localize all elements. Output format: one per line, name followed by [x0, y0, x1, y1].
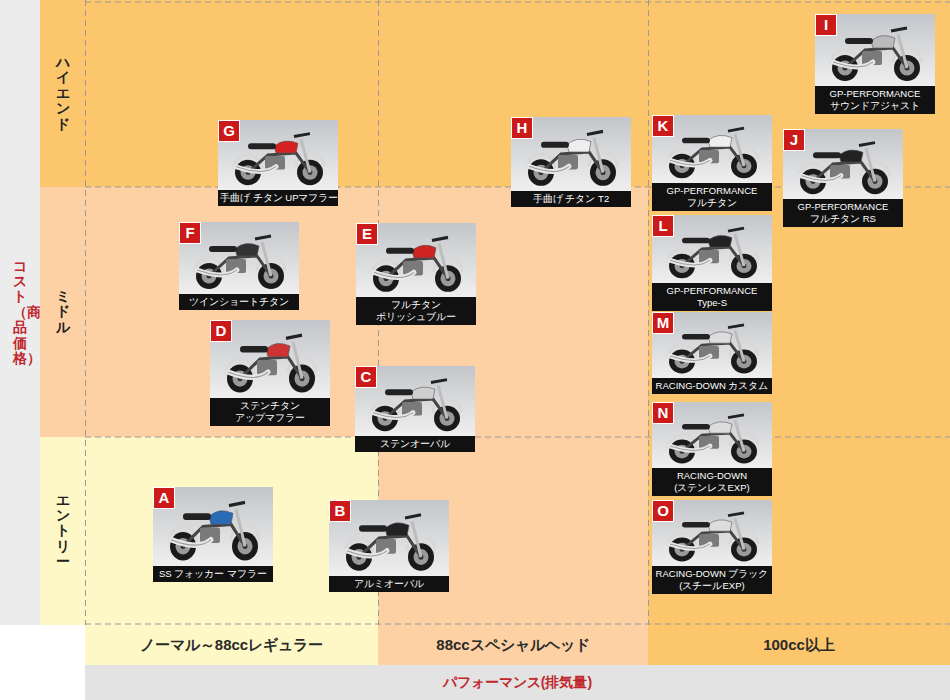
column-label: 100cc以上 [763, 636, 835, 655]
axis-title: コスト（商品価格） [13, 259, 27, 367]
row-label-band: ハイエンド [40, 0, 85, 187]
callout-letter: H [511, 117, 533, 139]
row-label-band: ミドル [40, 187, 85, 437]
callout-letter: N [652, 402, 674, 424]
product-caption: ステンオーバル [355, 436, 475, 452]
product-card: M RACING-DOWN カスタム [652, 312, 772, 394]
callout-letter: L [652, 215, 674, 237]
product-photo [179, 222, 299, 294]
axis-ground [0, 0, 40, 625]
product-caption: GP-PERFORMANCE フルチタン RS [783, 199, 903, 227]
product-card: I GP-PERFORMANCE サウンドアジャスト [815, 14, 935, 114]
product-photo [783, 129, 903, 199]
product-photo [153, 487, 273, 566]
callout-letter: M [652, 312, 674, 334]
product-photo [652, 402, 772, 468]
callout-letter: C [355, 366, 377, 388]
product-card: C ステンオーバル [355, 366, 475, 452]
callout-letter: D [210, 320, 232, 342]
product-card: N RACING-DOWN (ステンレスEXP) [652, 402, 772, 496]
product-photo [329, 500, 449, 576]
product-photo [815, 14, 935, 86]
product-photo [511, 117, 631, 191]
product-caption: ツインショートチタン [179, 294, 299, 310]
product-caption: GP-PERFORMANCE フルチタン [652, 183, 772, 211]
product-card: E フルチタン ポリッシュブルー [356, 223, 476, 325]
row-label: エントリー [56, 493, 70, 570]
product-card: L GP-PERFORMANCE Type-S [652, 215, 772, 311]
product-photo [210, 320, 330, 398]
product-caption: RACING-DOWN ブラック(スチールEXP) [652, 566, 772, 594]
product-photo [652, 312, 772, 378]
axis-title: パフォーマンス(排気量) [443, 674, 592, 692]
product-photo [355, 366, 475, 436]
callout-letter: F [179, 222, 201, 244]
product-caption: 手曲げ チタン T2 [511, 191, 631, 207]
product-card: K GP-PERFORMANCE フルチタン [652, 115, 772, 211]
product-photo [218, 120, 338, 190]
row-label: ハイエンド [56, 55, 70, 132]
product-card: O RACING-DOWN ブラック(スチールEXP) [652, 500, 772, 594]
product-photo [356, 223, 476, 297]
callout-letter: B [329, 500, 351, 522]
callout-letter: O [652, 500, 674, 522]
column-label-band: 100cc以上 [648, 625, 950, 665]
middle-ground [85, 187, 648, 437]
product-caption: RACING-DOWN カスタム [652, 378, 772, 394]
product-card: G 手曲げ チタン UPマフラー [218, 120, 338, 206]
axis-title-band: パフォーマンス(排気量) [85, 665, 950, 700]
product-photo [652, 500, 772, 566]
product-caption: SS フォッカー マフラー [153, 566, 273, 582]
product-caption: アルミオーバル [329, 576, 449, 592]
column-label-band: 88ccスペシャルヘッド [378, 625, 648, 665]
product-card: D ステンチタン アップマフラー [210, 320, 330, 426]
product-card: F ツインショートチタン [179, 222, 299, 310]
row-label: ミドル [56, 289, 70, 335]
product-caption: ステンチタン アップマフラー [210, 398, 330, 426]
product-caption: 手曲げ チタン UPマフラー [218, 190, 338, 206]
product-card: H 手曲げ チタン T2 [511, 117, 631, 207]
callout-letter: E [356, 223, 378, 245]
product-caption: GP-PERFORMANCE Type-S [652, 283, 772, 311]
grid-lines [85, 0, 950, 625]
axis-title-band: コスト（商品価格） [0, 0, 40, 625]
column-label: 88ccスペシャルヘッド [436, 636, 589, 655]
product-card: B アルミオーバル [329, 500, 449, 592]
middle-ground [648, 187, 950, 437]
product-card: J GP-PERFORMANCE フルチタン RS [783, 129, 903, 227]
product-card: A SS フォッカー マフラー [153, 487, 273, 582]
product-photo [652, 215, 772, 283]
product-caption: GP-PERFORMANCE サウンドアジャスト [815, 86, 935, 114]
product-photo [652, 115, 772, 183]
callout-letter: K [652, 115, 674, 137]
product-caption: フルチタン ポリッシュブルー [356, 297, 476, 325]
column-label: ノーマル～88ccレギュラー [140, 636, 323, 655]
callout-letter: G [218, 120, 240, 142]
row-label-band: エントリー [40, 437, 85, 625]
column-label-band: ノーマル～88ccレギュラー [85, 625, 378, 665]
callout-letter: A [153, 487, 175, 509]
product-caption: RACING-DOWN (ステンレスEXP) [652, 468, 772, 496]
callout-letter: J [783, 129, 805, 151]
callout-letter: I [815, 14, 837, 36]
